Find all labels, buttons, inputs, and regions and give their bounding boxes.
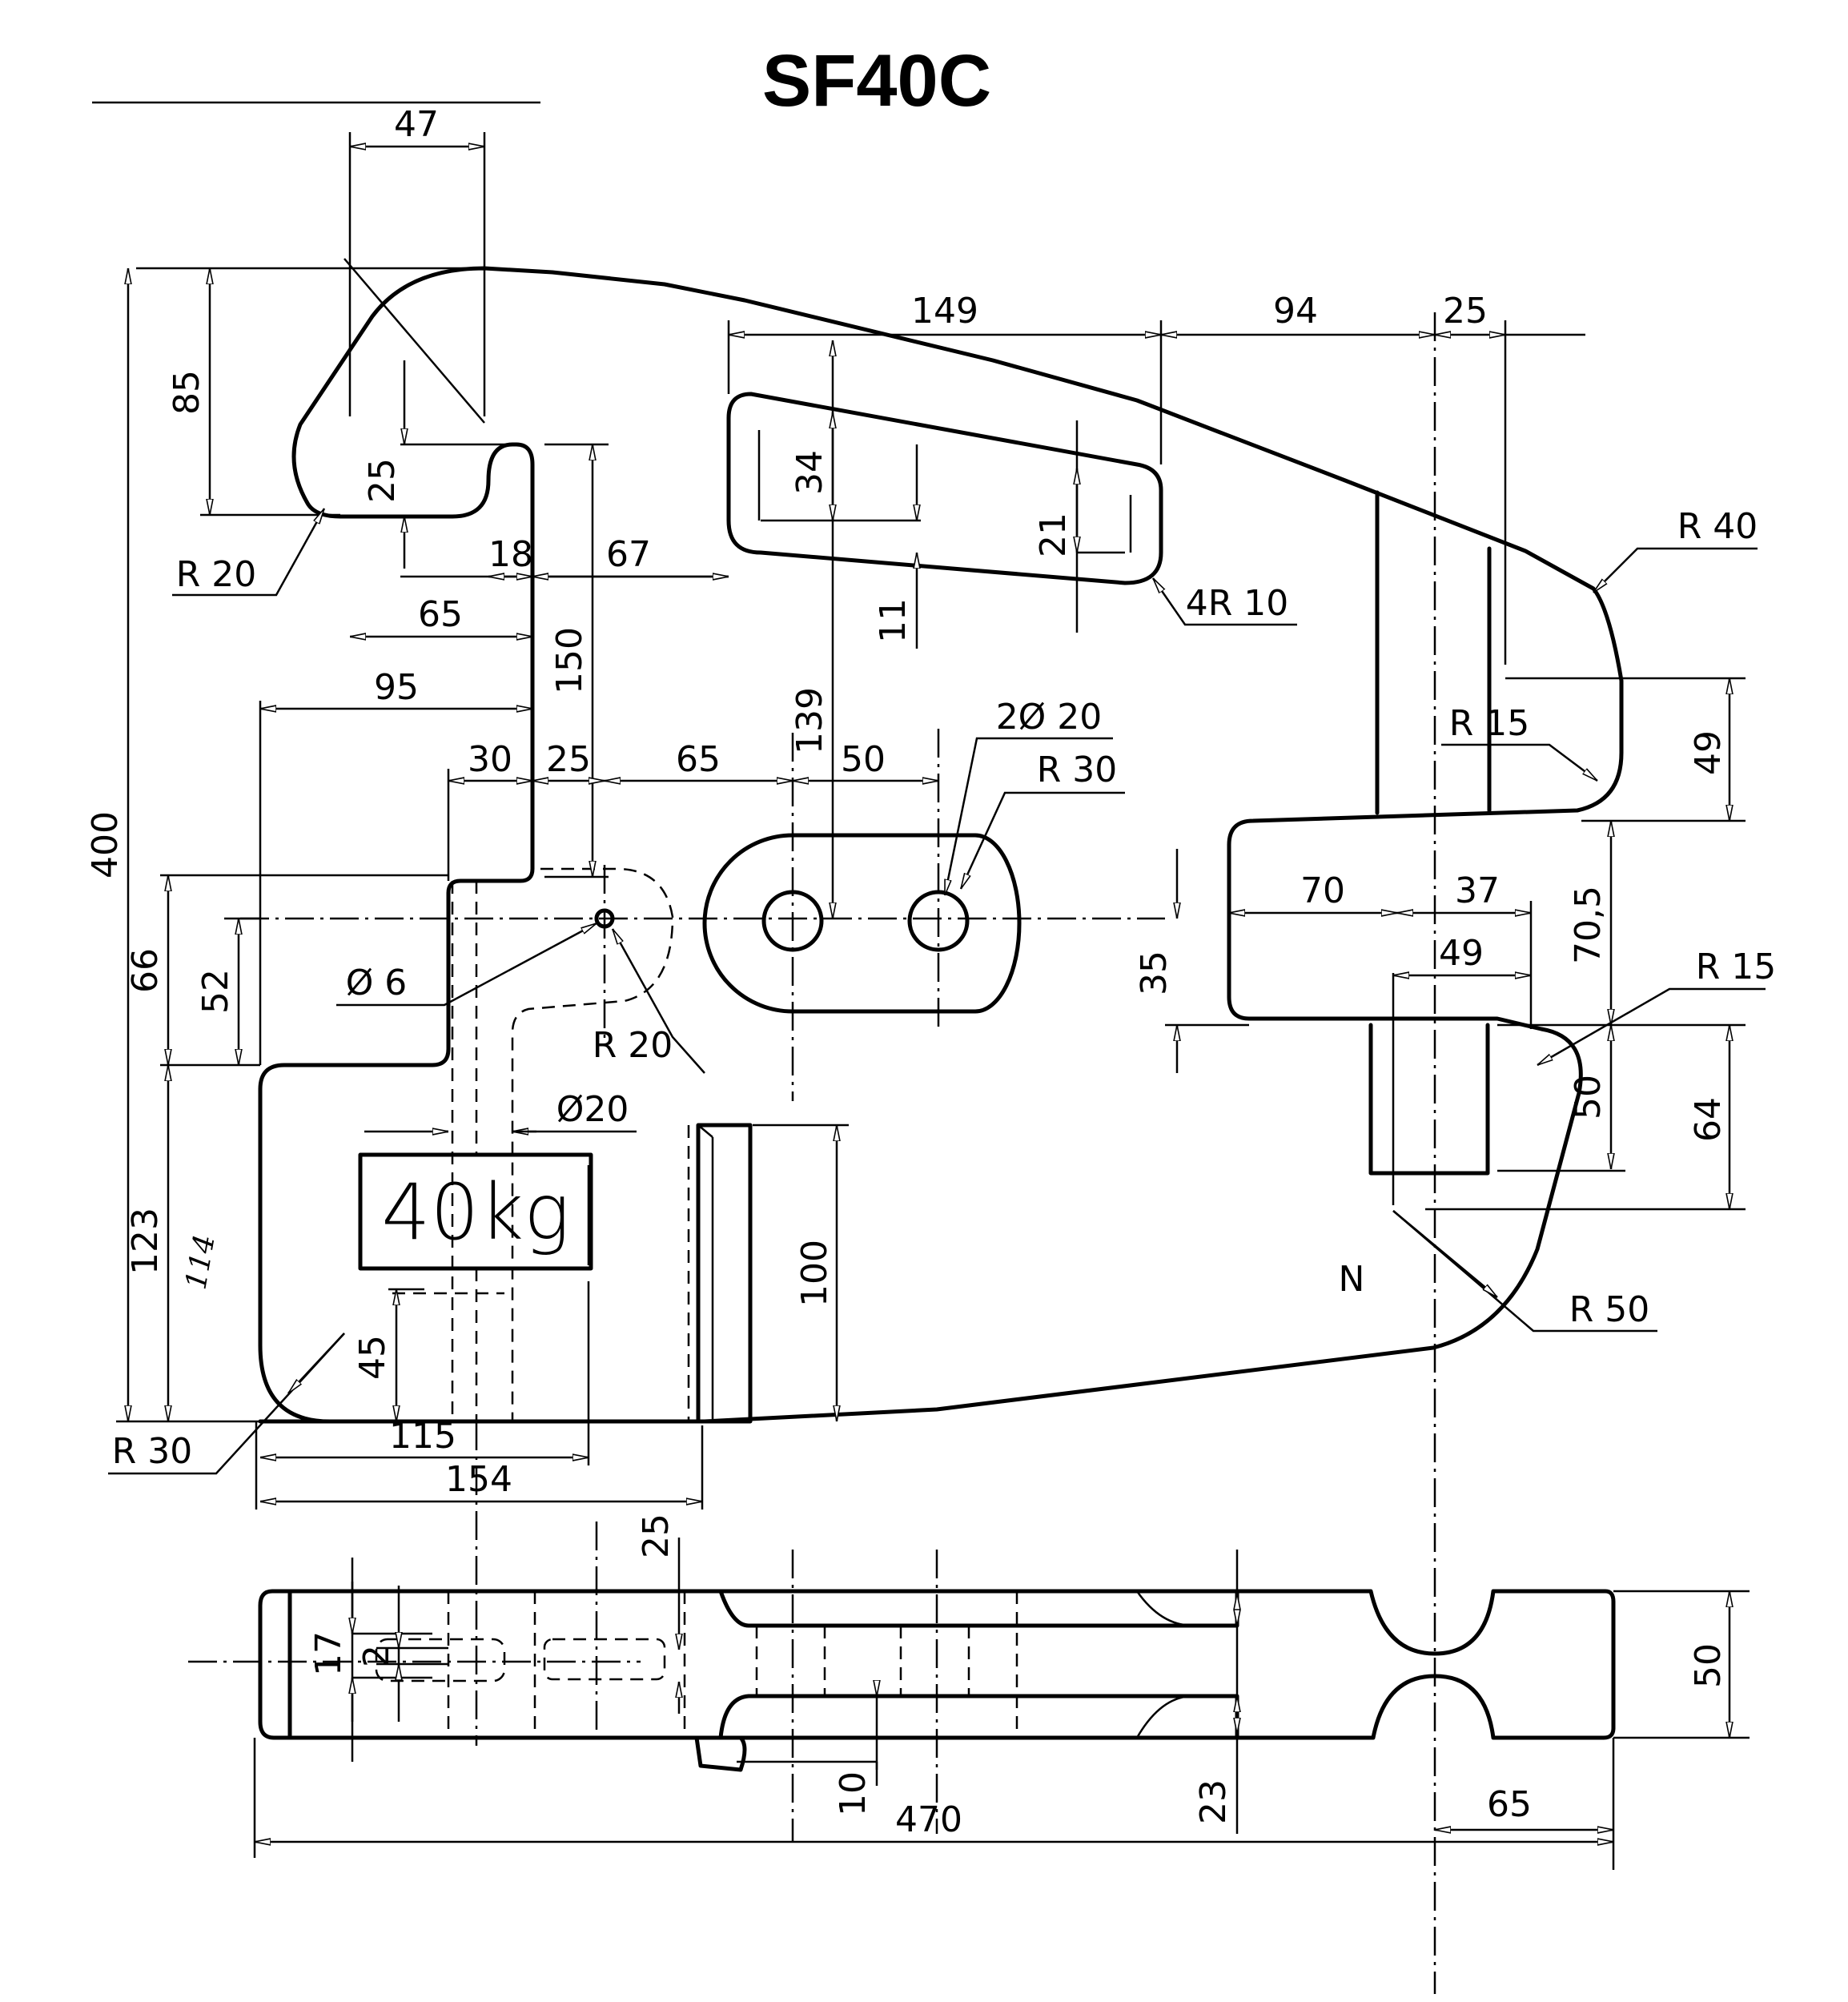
dim-2: 2	[356, 1645, 397, 1667]
main-body-outline	[258, 266, 1624, 1424]
dim-85: 85	[167, 370, 207, 415]
dim-149: 149	[911, 291, 978, 332]
bar-end	[1135, 1694, 1194, 1739]
vertical-slot-corner	[697, 1124, 713, 1138]
dimension-lines	[108, 132, 1766, 1870]
dim-49-right: 49	[1688, 730, 1729, 775]
dim-18: 18	[488, 534, 533, 575]
dim-10: 10	[833, 1771, 874, 1816]
dim-25-notch: 25	[362, 458, 403, 503]
dim-23: 23	[1193, 1779, 1234, 1824]
dim-17: 17	[308, 1631, 349, 1676]
dim-r40: R 40	[1677, 506, 1758, 547]
dim-49-jaw: 49	[1439, 933, 1484, 974]
dim-52: 52	[195, 969, 236, 1014]
side-outline	[258, 1589, 1616, 1740]
dim-123: 123	[125, 1208, 166, 1275]
lower-jaw-block	[1368, 1023, 1490, 1176]
dim-30: 30	[468, 739, 512, 780]
drawing-title: SF40C	[762, 40, 991, 122]
dim-400: 400	[85, 811, 126, 878]
dim-34: 34	[789, 450, 830, 495]
hidden-bore	[543, 1638, 666, 1681]
dim-70: 70	[1300, 870, 1345, 911]
dim-r15-upper: R 15	[1449, 703, 1530, 744]
dim-66: 66	[125, 948, 166, 993]
dim-65-mid: 65	[676, 739, 721, 780]
hidden-line	[511, 867, 674, 1421]
dim-2o20: 2Ø 20	[996, 697, 1103, 738]
blade-tip	[694, 1735, 747, 1772]
side-view	[188, 1522, 1616, 1842]
dim-r20-pin: R 20	[593, 1025, 673, 1066]
dim-11: 11	[873, 598, 914, 643]
dim-25-step: 25	[546, 739, 591, 780]
hidden-pin	[375, 1638, 506, 1682]
dim-65-side: 65	[1487, 1784, 1532, 1825]
dim-150: 150	[549, 627, 590, 694]
dim-25-right: 25	[1443, 291, 1488, 332]
dim-47: 47	[394, 104, 439, 145]
dim-o20: Ø20	[556, 1089, 629, 1130]
weight-label: 40kg	[381, 1168, 569, 1257]
dim-35: 35	[1134, 951, 1175, 995]
dim-64: 64	[1688, 1097, 1729, 1142]
dim-21: 21	[1033, 513, 1074, 557]
cutting-slot	[702, 833, 1022, 1014]
dim-50-jaw: 50	[1568, 1075, 1609, 1120]
front-view: 40kg	[240, 266, 1624, 1994]
dim-470: 470	[895, 1799, 962, 1840]
dim-o6: Ø 6	[346, 963, 408, 1003]
dim-100: 100	[794, 1240, 835, 1307]
dim-139: 139	[789, 687, 830, 754]
dim-94: 94	[1273, 291, 1318, 332]
vertical-slot	[696, 1123, 753, 1424]
dim-154: 154	[445, 1459, 512, 1500]
dim-65-left: 65	[418, 594, 463, 635]
dim-70-5: 70,5	[1568, 886, 1609, 964]
dimension-labels: 47 85 25 400 R 20 18 67 65 150 95 30 25 …	[85, 104, 1776, 1840]
bar-end	[1135, 1590, 1194, 1627]
dim-45: 45	[352, 1335, 393, 1380]
dim-r50: R 50	[1569, 1289, 1650, 1330]
dim-r30-slot: R 30	[1037, 750, 1118, 790]
dim-37: 37	[1455, 870, 1500, 911]
dim-25-side: 25	[636, 1514, 677, 1558]
dim-95: 95	[374, 667, 419, 708]
top-slot	[726, 392, 1163, 585]
dim-r20-top: R 20	[176, 554, 257, 595]
upper-slot-bar	[718, 1589, 1239, 1628]
stray-mark: N	[1339, 1259, 1365, 1300]
dim-50-mid: 50	[841, 739, 886, 780]
dim-50-side: 50	[1688, 1643, 1729, 1688]
dim-115: 115	[389, 1416, 456, 1457]
dim-67: 67	[606, 534, 651, 575]
dim-r15-lower: R 15	[1696, 947, 1777, 987]
handwritten-note: 114	[180, 1232, 222, 1292]
dim-r30-bottom: R 30	[112, 1431, 193, 1472]
dim-4r10: 4R 10	[1186, 583, 1289, 624]
lower-slot-bar	[718, 1694, 1239, 1740]
